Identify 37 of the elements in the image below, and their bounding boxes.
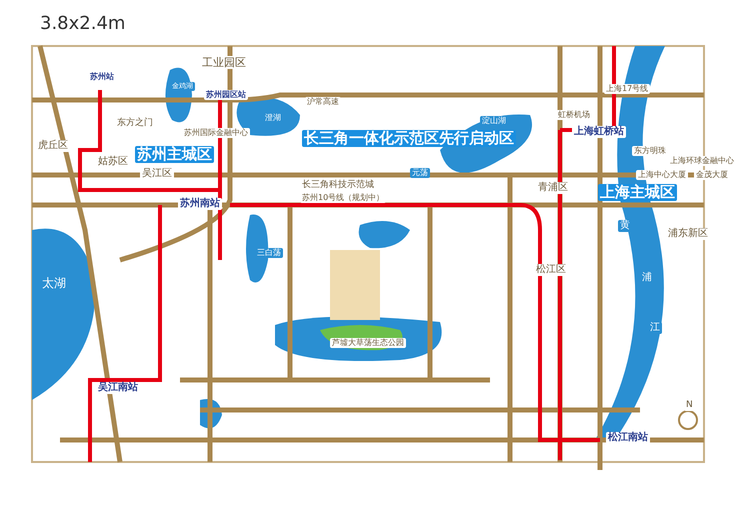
river-label: 黄 <box>618 220 632 232</box>
road-label: 沪常高速 <box>305 97 341 107</box>
landmark-label: 长三角科技示范城 <box>300 180 376 191</box>
district-label: 浦东新区 <box>666 228 710 240</box>
lake-label: 澄湖 <box>263 113 283 123</box>
station-label: 苏州园区站 <box>204 90 248 100</box>
river-label: 江 <box>648 322 662 334</box>
landmark-label: 金茂大厦 <box>694 170 730 180</box>
landmark-label: 上海中心大厦 <box>636 170 688 180</box>
lake-label: 淀山湖 <box>480 116 508 126</box>
station-label: 苏州站 <box>88 72 116 82</box>
district-label: 青浦区 <box>536 182 570 194</box>
lake-label: 元荡 <box>410 168 430 178</box>
lake-label: 太湖 <box>40 276 68 290</box>
park-label: 芦墟大草荡生态公园 <box>330 338 406 348</box>
metro-line-label: 苏州10号线（规划中） <box>300 193 386 203</box>
district-label: 松江区 <box>534 264 568 276</box>
district-label: 虎丘区 <box>36 140 70 152</box>
metro-line-label: 上海17号线 <box>604 84 650 94</box>
station-label: 上海虹桥站 <box>572 126 626 138</box>
district-label: 工业园区 <box>200 56 248 69</box>
district-label: 吴江区 <box>140 168 174 180</box>
landmark-label: 东方之门 <box>115 118 155 129</box>
compass-label: N <box>684 400 695 411</box>
station-label: 吴江南站 <box>96 382 140 394</box>
landmark-label: 虹桥机场 <box>556 110 592 120</box>
zone-label: 长三角一体化示范区先行启动区 <box>302 130 516 147</box>
station-label: 苏州南站 <box>178 198 222 210</box>
river-label: 浦 <box>640 272 654 284</box>
lake-label: 三白荡 <box>255 248 283 258</box>
city-area-label: 苏州主城区 <box>135 146 214 163</box>
station-label: 松江南站 <box>606 432 650 444</box>
city-area-label: 上海主城区 <box>598 184 677 201</box>
district-label: 姑苏区 <box>96 156 130 168</box>
landmark-label: 苏州国际金融中心 <box>182 128 250 138</box>
landmark-label: 东方明珠 <box>632 146 668 156</box>
landmark-label: 上海环球金融中心 <box>668 156 736 166</box>
